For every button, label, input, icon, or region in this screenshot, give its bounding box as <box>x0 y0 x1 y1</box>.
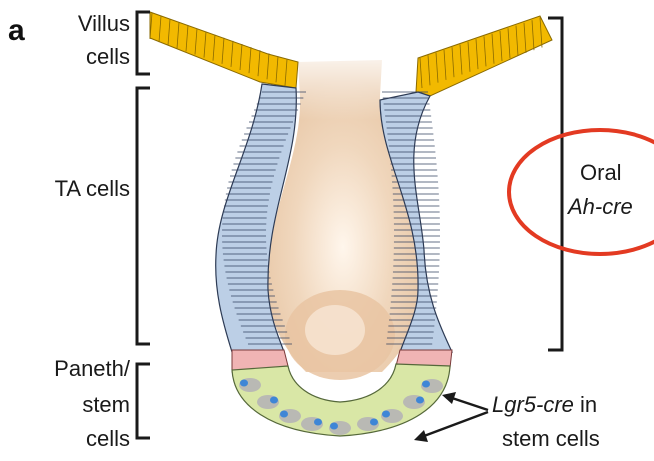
highlight-circle <box>509 130 654 254</box>
stem-nucleus <box>416 397 424 404</box>
stem-nucleus <box>422 381 430 388</box>
ah-cre-label: Ah-cre <box>568 194 633 220</box>
lgr5-label: Lgr5-cre in <box>492 392 597 418</box>
paneth-label-line2: stem <box>82 392 130 418</box>
stem-nucleus <box>240 380 248 387</box>
paneth-label-line1: Paneth/ <box>54 356 130 382</box>
lgr5-gene: Lgr5-cre <box>492 392 574 417</box>
paneth-stem-bracket <box>137 364 150 438</box>
arrow-lower <box>424 412 488 436</box>
ta-label: TA cells <box>55 176 130 202</box>
stem-nucleus <box>270 397 278 404</box>
paneth-label-line3: cells <box>86 426 130 452</box>
stem-nucleus <box>314 419 322 426</box>
stem-nucleus <box>382 411 390 418</box>
arrow-upper <box>452 398 488 410</box>
villus-label-line1: Villus <box>78 11 130 37</box>
stem-nucleus <box>370 419 378 426</box>
villus-label-line2: cells <box>86 44 130 70</box>
stem-nucleus <box>280 411 288 418</box>
arrowhead-upper <box>442 392 456 404</box>
stem-cells-label: stem cells <box>502 426 600 452</box>
villus-cells-left <box>150 12 298 88</box>
villus-bracket <box>137 12 150 74</box>
lgr5-suffix: in <box>574 392 597 417</box>
oral-label: Oral <box>580 160 622 186</box>
stem-nucleus <box>330 423 338 430</box>
ta-bracket <box>137 88 150 344</box>
panel-letter: a <box>8 14 25 48</box>
arrowhead-lower <box>414 430 428 442</box>
oral-bracket <box>548 18 562 350</box>
